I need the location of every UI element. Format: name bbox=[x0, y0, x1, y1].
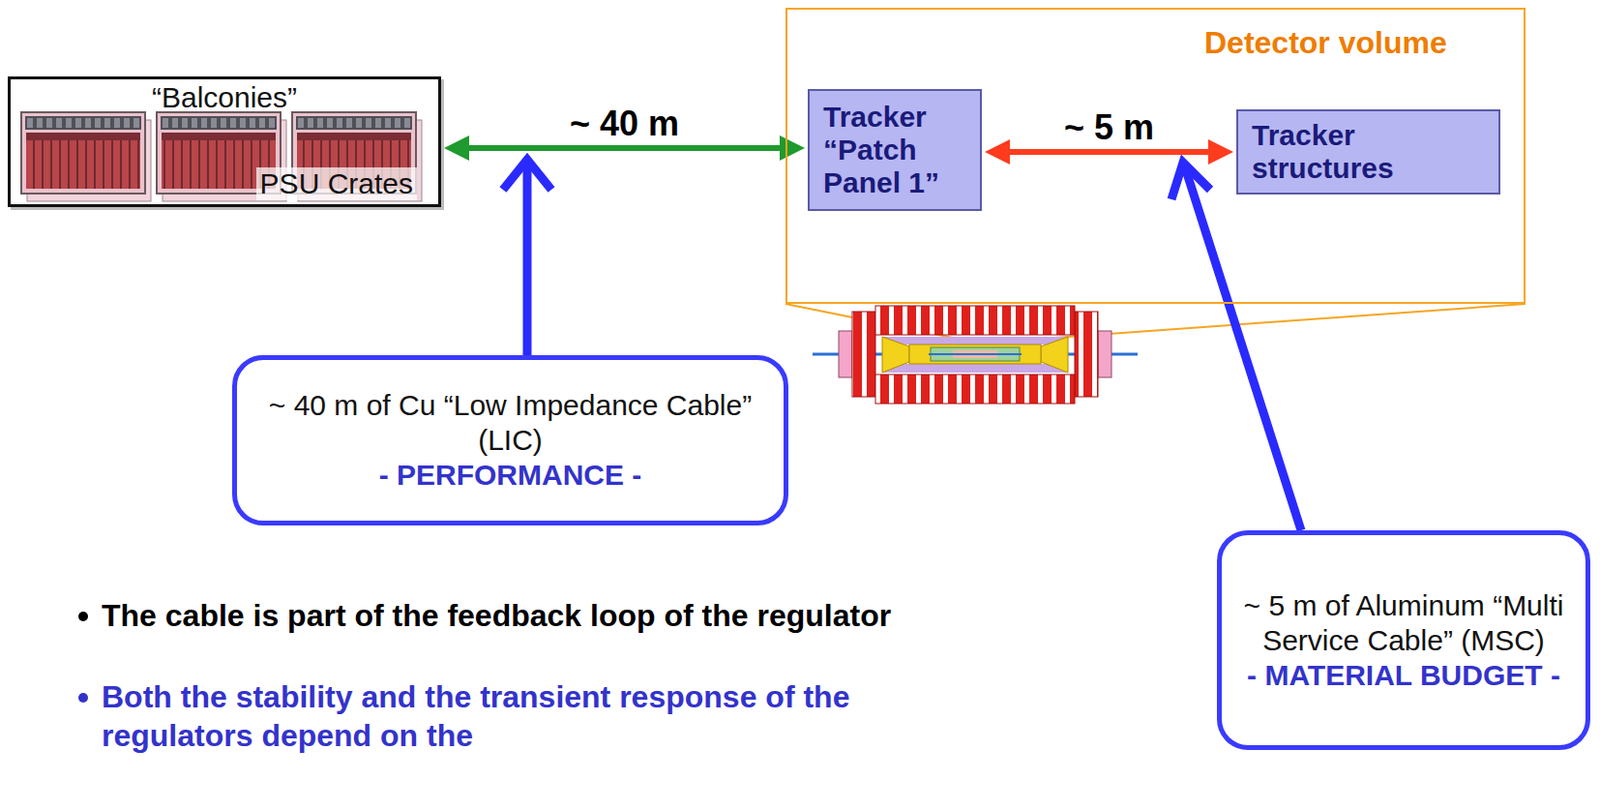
detector-drawing bbox=[812, 305, 1138, 404]
psu-crates bbox=[21, 112, 422, 202]
psu-crates-part bbox=[394, 118, 401, 128]
detector-drawing-part bbox=[882, 336, 1068, 345]
callout-box: ~ 5 m of Aluminum “Multi Service Cable” … bbox=[1216, 530, 1591, 750]
bullet-dot bbox=[78, 692, 89, 703]
psu-crates-part bbox=[46, 118, 53, 128]
double-arrow-part bbox=[465, 145, 784, 151]
callout-arrow-part bbox=[503, 159, 552, 190]
psu-crates-part bbox=[191, 118, 198, 128]
detector-drawing-part bbox=[909, 344, 1041, 364]
psu-crates-part bbox=[297, 118, 304, 128]
callout-box: ~ 40 m of Cu “Low Impedance Cable” (LIC)… bbox=[232, 355, 789, 526]
detector-drawing-part bbox=[852, 311, 876, 397]
psu-crates-part bbox=[123, 118, 130, 128]
psu-crates-part bbox=[239, 118, 246, 128]
detector-drawing-part bbox=[1074, 311, 1098, 397]
callout-emphasis: - PERFORMANCE - bbox=[254, 457, 767, 493]
psu-crates-part bbox=[385, 118, 391, 128]
psu-crates-part bbox=[36, 118, 43, 128]
psu-crates-part bbox=[355, 118, 362, 128]
box-label: Tracker structures bbox=[1251, 118, 1485, 185]
callout-text: ~ 40 m of Cu “Low Impedance Cable” (LIC) bbox=[254, 387, 767, 458]
double-arrow-part bbox=[1208, 139, 1234, 165]
psu-crates-part bbox=[181, 118, 188, 128]
box-label: PSU Crates bbox=[256, 167, 417, 201]
psu-crates-part bbox=[85, 118, 91, 128]
psu-crates-part bbox=[26, 132, 141, 141]
callout-emphasis: - MATERIAL BUDGET - bbox=[1239, 657, 1569, 693]
bullet-text: The cable is part of the feedback loop o… bbox=[101, 595, 915, 635]
detector-drawing-part bbox=[882, 336, 910, 373]
psu-crates-part bbox=[162, 118, 169, 128]
double-arrow-part bbox=[779, 135, 805, 161]
callout-arrow-part bbox=[1185, 170, 1302, 531]
psu-crates-part bbox=[161, 132, 276, 141]
callout-text: ~ 5 m of Aluminum “Multi Service Cable” … bbox=[1239, 588, 1569, 658]
tracker-box: Tracker “Patch Panel 1” bbox=[807, 88, 982, 211]
double-arrow-part bbox=[444, 135, 470, 161]
detector-drawing-part bbox=[1040, 336, 1068, 373]
psu-crates-part bbox=[346, 118, 353, 128]
length-label: ~ 40 m bbox=[565, 104, 683, 144]
psu-crates-part bbox=[114, 118, 120, 128]
double-arrow-part bbox=[1006, 148, 1213, 155]
length-label: ~ 5 m bbox=[1060, 108, 1158, 148]
psu-crates-part bbox=[336, 118, 343, 128]
detector-drawing-part bbox=[875, 374, 1075, 404]
psu-crates-part bbox=[404, 118, 411, 128]
psu-crates-part bbox=[27, 118, 33, 128]
psu-crates-part bbox=[104, 118, 111, 128]
box-label: Tracker “Patch Panel 1” bbox=[823, 100, 967, 200]
callout-arrow bbox=[1171, 162, 1302, 531]
psu-crates-part bbox=[75, 118, 82, 128]
psu-crates-part bbox=[21, 112, 146, 194]
psu-crates-part bbox=[94, 118, 101, 128]
detector-drawing-part bbox=[1097, 330, 1112, 378]
detector-drawing-part bbox=[928, 353, 1022, 356]
psu-crates-part bbox=[220, 118, 227, 128]
psu-crates-part bbox=[259, 118, 266, 128]
psu-crates-part bbox=[296, 132, 412, 141]
psu-crates-part bbox=[210, 118, 217, 128]
detector-drawing-part bbox=[838, 330, 853, 378]
zoom-lines bbox=[785, 303, 1526, 341]
bullet-text: Both the stability and the transient res… bbox=[101, 677, 915, 755]
psu-crates-part bbox=[375, 118, 382, 128]
psu-crates-part bbox=[25, 116, 142, 130]
psu-crates-part bbox=[365, 118, 372, 128]
psu-crates-part bbox=[160, 116, 277, 130]
detector-drawing-part bbox=[875, 305, 1075, 335]
psu-crates-part bbox=[26, 132, 141, 189]
psu-crates-part bbox=[230, 118, 237, 128]
callout-arrow-part bbox=[1171, 162, 1211, 200]
psu-crates-part bbox=[65, 118, 72, 128]
bullet-dot bbox=[78, 611, 89, 622]
detector-volume-region: Detector volumeTracker “Patch Panel 1” Tr… bbox=[785, 7, 1526, 304]
psu-crates-part bbox=[317, 118, 324, 128]
psu-crates-part bbox=[307, 118, 314, 128]
psu-crates-part bbox=[296, 116, 413, 130]
box-heading: “Balconies” bbox=[10, 81, 439, 115]
double-arrow-part bbox=[984, 139, 1010, 165]
callout-arrow bbox=[503, 159, 552, 356]
psu-crates-part bbox=[133, 118, 140, 128]
callout-arrow-part bbox=[523, 164, 533, 356]
psu-crates-part bbox=[172, 118, 178, 128]
psu-crates-part bbox=[268, 118, 275, 128]
balconies-box: “Balconies” PSU Crates bbox=[7, 76, 442, 208]
psu-crates-part bbox=[56, 118, 62, 128]
detector-drawing-part bbox=[882, 363, 1068, 373]
tracker-box: Tracker structures bbox=[1236, 109, 1501, 195]
psu-crates-part bbox=[201, 118, 208, 128]
psu-crates-part bbox=[249, 118, 256, 128]
psu-crates-part bbox=[326, 118, 333, 128]
region-title: Detector volume bbox=[1204, 24, 1448, 61]
